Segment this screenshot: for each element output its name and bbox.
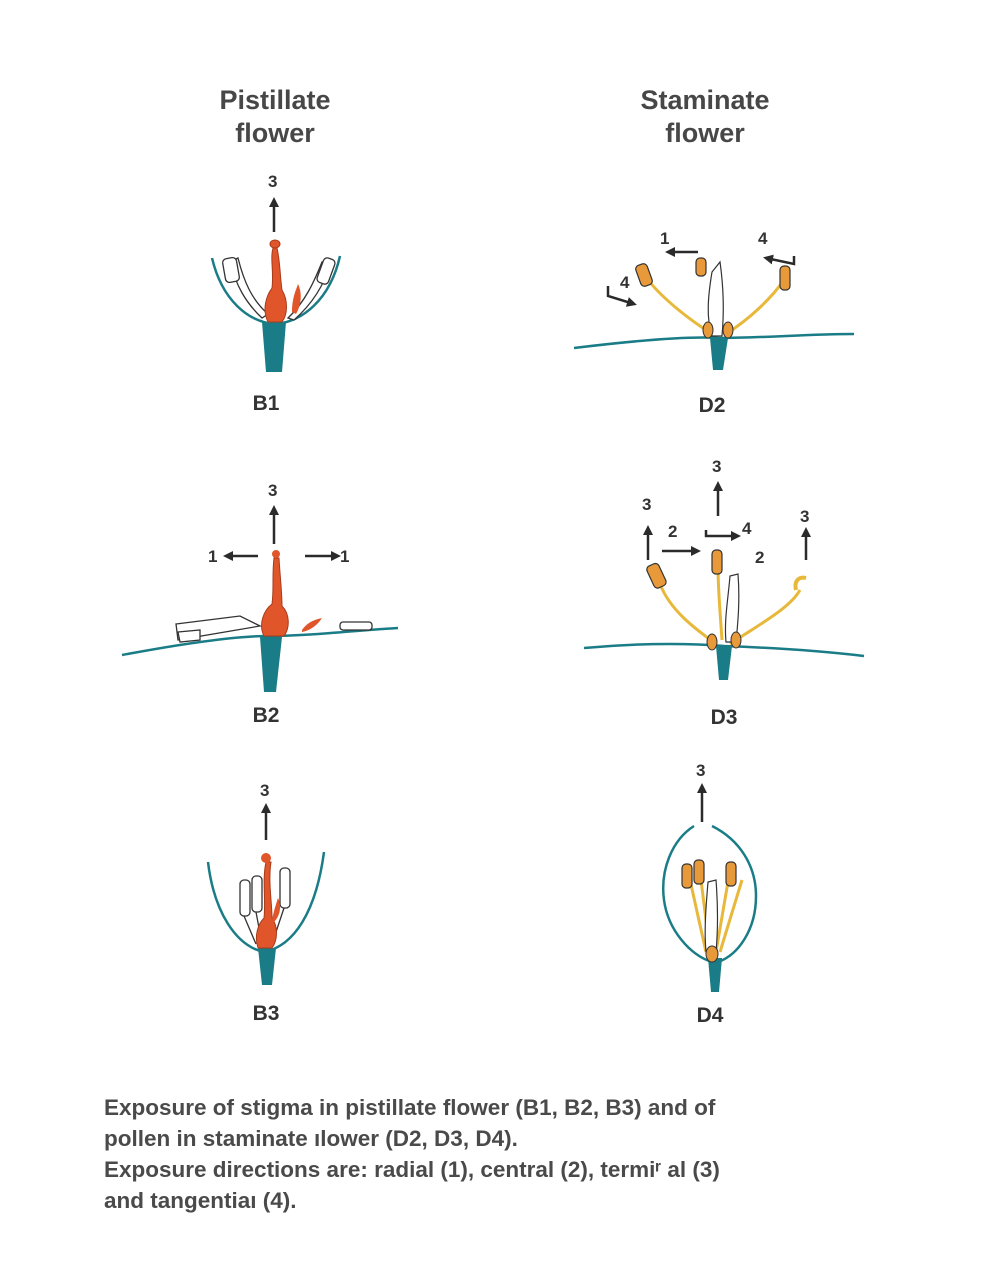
d3-pistillode — [724, 573, 740, 643]
flower-b1: 3 — [210, 172, 342, 372]
d3-arrow-number-terminal-right: 3 — [800, 507, 809, 526]
b3-staminode — [272, 898, 281, 922]
heading-staminate: Staminate flower — [575, 84, 835, 150]
caption-line-2: pollen in staminate ılower (D2, D3, D4). — [104, 1126, 518, 1151]
d3-arrow-number-central-right: 2 — [755, 548, 764, 567]
d3-bud-left — [706, 633, 718, 651]
d3-arrow-number-tangential: 4 — [742, 519, 752, 538]
d3-arrow-tangential — [704, 530, 741, 541]
flower-b2: 3 1 1 — [121, 481, 399, 692]
b1-anther-right — [316, 257, 336, 285]
d2-bud-left — [702, 321, 714, 339]
b3-anther-1 — [239, 879, 251, 917]
d2-pistillode — [707, 260, 724, 337]
d2-arrow-number-tangential-left: 4 — [620, 273, 630, 292]
d2-arrow-tangential-left — [606, 286, 637, 307]
b2-anther-right — [339, 621, 373, 631]
d2-anther-center — [695, 257, 707, 277]
b2-stigma — [272, 550, 280, 558]
d4-bud — [705, 945, 719, 963]
b1-stigma — [269, 239, 281, 249]
d4-pistillode — [704, 879, 719, 953]
flower-d4: 3 — [662, 761, 758, 992]
heading-pistillate-line1: Pistillate — [219, 85, 331, 115]
d3-arrow-number-terminal-left: 3 — [642, 495, 651, 514]
panel-label-b2: B2 — [252, 704, 280, 727]
b1-pedicel — [262, 322, 286, 372]
b3-pedicel — [258, 948, 276, 985]
d2-arrow-number-tangential-right: 4 — [758, 229, 768, 248]
flower-b3: 3 — [206, 781, 326, 985]
panel-label-d3: D3 — [710, 706, 738, 729]
d4-arrow-number: 3 — [696, 761, 705, 780]
d2-arrow-tangential-right — [763, 254, 796, 266]
b3-pistil — [255, 861, 277, 949]
d4-pedicel — [708, 958, 722, 992]
d2-calyx — [573, 332, 855, 350]
d3-arrow-number-central-left: 2 — [668, 522, 677, 541]
b2-staminode — [302, 618, 322, 632]
b3-stigma — [261, 853, 271, 863]
b2-pistil — [261, 557, 289, 637]
d3-filament-left — [658, 583, 717, 646]
d2-anther-left — [635, 263, 653, 287]
d4-calyx-left — [662, 824, 713, 964]
panel-label-d4: D4 — [696, 1004, 724, 1027]
d4-anther-2 — [693, 859, 705, 885]
d3-anther-left — [646, 562, 667, 589]
b3-anther-3 — [279, 867, 291, 909]
heading-pistillate-line2: flower — [235, 118, 315, 148]
flower-d2: 1 4 4 — [573, 229, 855, 370]
d2-filament-left — [646, 279, 713, 336]
heading-staminate-line2: flower — [665, 118, 745, 148]
b2-stamen-left2 — [177, 629, 201, 643]
heading-pistillate: Pistillate flower — [145, 84, 405, 150]
b1-arrow-number: 3 — [268, 172, 277, 191]
b2-pedicel — [260, 637, 282, 692]
b2-arrow-number-terminal: 3 — [268, 481, 277, 500]
b3-anther-2 — [251, 875, 263, 913]
d3-arrow-number-terminal-center: 3 — [712, 457, 721, 476]
d3-bud-right — [730, 631, 742, 649]
d2-bud-right — [722, 321, 734, 339]
panel-label-d2: D2 — [698, 394, 726, 417]
b1-pistil — [264, 247, 287, 323]
caption-line-1: Exposure of stigma in pistillate flower … — [104, 1095, 716, 1120]
heading-staminate-line1: Staminate — [640, 85, 770, 115]
d3-anther-right — [793, 575, 807, 591]
d3-anther-center — [711, 549, 723, 575]
b2-arrow-number-right: 1 — [340, 547, 349, 566]
caption-line-3: Exposure directions are: radial (1), cen… — [104, 1157, 720, 1182]
b3-arrow-number: 3 — [260, 781, 269, 800]
panel-label-b3: B3 — [252, 1002, 280, 1025]
d4-anther-3 — [725, 861, 737, 887]
d3-filament-center — [716, 565, 724, 641]
figure-caption: Exposure of stigma in pistillate flower … — [104, 1092, 924, 1216]
d4-calyx-right — [711, 824, 758, 964]
b2-calyx — [121, 626, 399, 657]
d2-filament-right — [725, 279, 786, 336]
d3-pedicel — [716, 646, 732, 680]
d2-arrow-number-radial: 1 — [660, 229, 669, 248]
d2-pedicel — [710, 338, 728, 370]
d4-anther-1 — [681, 863, 693, 889]
flower-d3: 3 3 3 2 4 2 — [583, 457, 865, 680]
b2-arrow-number-left: 1 — [208, 547, 217, 566]
b1-staminode — [292, 284, 301, 314]
b1-stamen-left — [229, 257, 270, 319]
caption-line-4: and tangentiaı (4). — [104, 1188, 297, 1213]
d4-filaments — [688, 869, 744, 953]
d2-anther-right — [779, 265, 791, 291]
panel-label-b1: B1 — [252, 392, 280, 415]
b1-anther-left — [222, 256, 240, 284]
